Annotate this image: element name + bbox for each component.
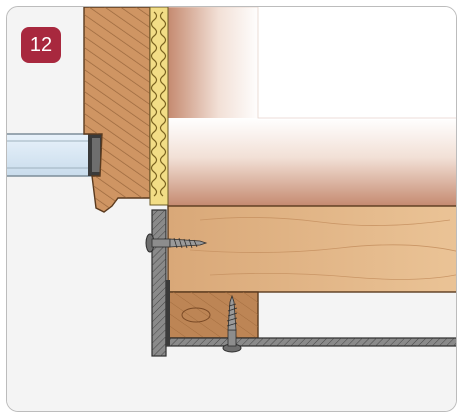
step-number-label: 12 — [29, 34, 53, 56]
step-number-badge: 12 — [21, 27, 61, 63]
window-frame-profile — [83, 7, 151, 213]
cross-section-illustration — [7, 7, 456, 411]
diagram-frame: 12 — [6, 6, 457, 412]
insulation-strip — [149, 7, 169, 206]
wooden-support-block — [167, 291, 259, 339]
window-glazing — [7, 133, 102, 177]
wooden-sill-board — [167, 205, 456, 293]
wood-screw-horizontal — [145, 233, 208, 253]
interior-wall-shading — [167, 7, 456, 207]
wood-screw-vertical — [222, 294, 242, 353]
